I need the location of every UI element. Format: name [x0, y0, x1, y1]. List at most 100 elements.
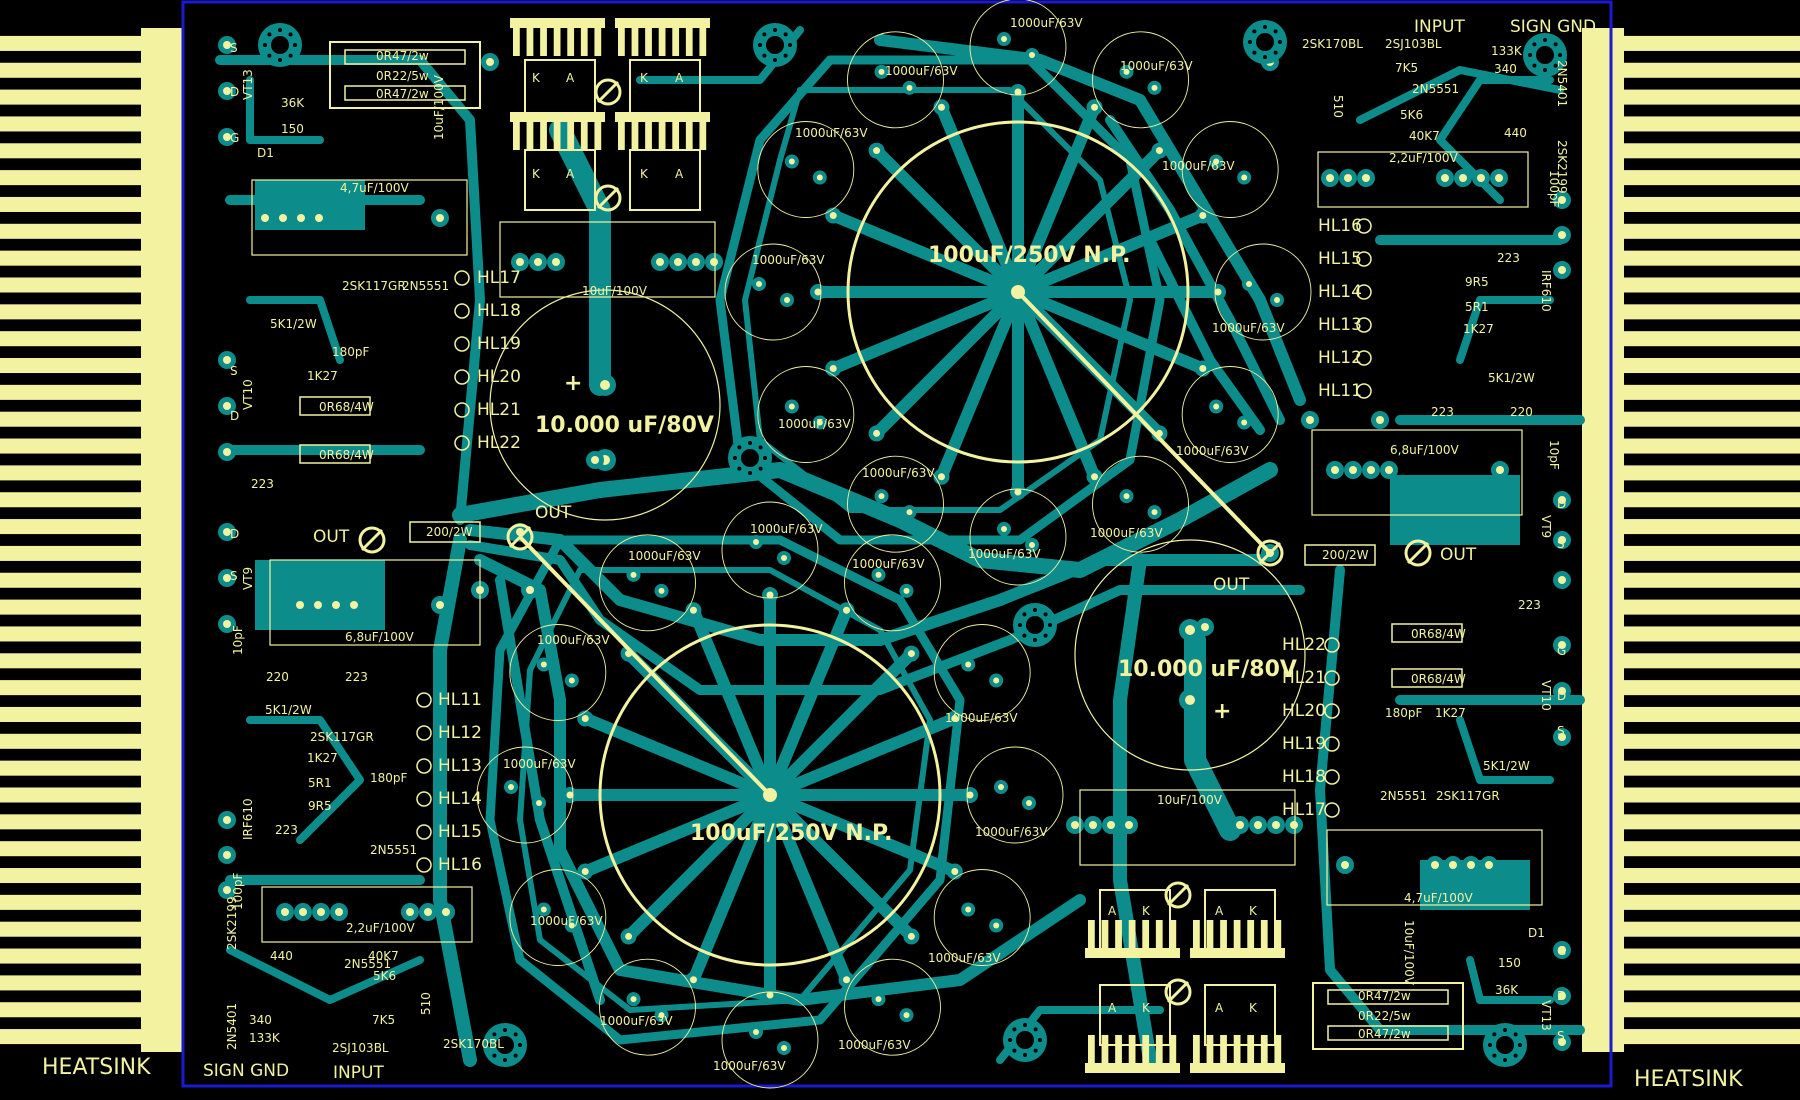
- r223-label: 223: [345, 670, 368, 684]
- cap-10u-label: 10uF/100V: [1157, 793, 1223, 807]
- hl-led-icon: [1356, 350, 1372, 366]
- hl-label: HL20: [1282, 701, 1326, 721]
- t-2n5551-label: 2N5551: [402, 279, 449, 293]
- cap-label: 1000uF/63V: [778, 417, 851, 431]
- svg-text:+: +: [1213, 699, 1231, 724]
- r510-label: 510: [419, 992, 433, 1015]
- cap-label: 1000uF/63V: [713, 1059, 786, 1073]
- vt13-label: VT13: [1539, 1000, 1553, 1031]
- vt10-label: VT10: [1539, 680, 1553, 711]
- hl-led-icon: [454, 336, 470, 352]
- hl-label: HL18: [1282, 767, 1326, 787]
- r7k5-label: 7K5: [1395, 61, 1418, 75]
- polarity-marks: + +: [564, 371, 1231, 724]
- hl-led-icon: [1356, 251, 1372, 267]
- hl-led-icon: [454, 303, 470, 319]
- out-label-4: OUT: [1213, 575, 1250, 595]
- c180p-label: 180pF: [1385, 706, 1423, 720]
- pin-s: S: [230, 41, 238, 55]
- pin-a: A: [566, 71, 575, 85]
- pin-g: G: [230, 131, 239, 145]
- component-pads: [218, 36, 1571, 1051]
- out-label-2: OUT: [313, 527, 350, 547]
- cap-label: 1000uF/63V: [628, 549, 701, 563]
- r5k1-label: 5K1/2W: [1488, 371, 1535, 385]
- r068-label: 0R68/4W: [319, 448, 374, 462]
- pin-k: K: [532, 71, 541, 85]
- hl-led-icon: [1356, 218, 1372, 234]
- main-cap-right-outline: [1074, 539, 1306, 771]
- r36k-label: 36K: [281, 96, 305, 110]
- mounting-holes: [258, 20, 1567, 1067]
- cap-label: 1000uF/63V: [600, 1014, 673, 1028]
- cap-label: 1000uF/63V: [1010, 16, 1083, 30]
- c10p-label: 10pF: [1547, 440, 1561, 470]
- hl-label: HL11: [438, 690, 482, 710]
- cap-100u-label: 10uF/100V: [432, 74, 446, 140]
- r133k-label: 133K: [249, 1031, 281, 1045]
- vt10-label: VT10: [241, 379, 255, 410]
- r220-label: 220: [266, 670, 289, 684]
- 2sk2199-label: 2SK2199: [1555, 140, 1569, 194]
- np-cap-lower-label: 100uF/250V N.P.: [690, 821, 892, 846]
- pin-s: S: [1557, 537, 1565, 551]
- main-cap-right-label: 10.000 uF/80V: [1118, 657, 1297, 682]
- r36k-label: 36K: [1495, 983, 1519, 997]
- r340-label: 340: [1494, 62, 1517, 76]
- pin-a: A: [1215, 904, 1224, 918]
- cap-6u8-label: 6,8uF/100V: [345, 630, 415, 644]
- hl-label: HL13: [1318, 315, 1362, 335]
- cap-label: 1000uF/63V: [752, 253, 825, 267]
- pin-a: A: [675, 71, 684, 85]
- r5k1-label: 5K1/2W: [265, 703, 312, 717]
- r200-label: 200/2W: [1322, 548, 1369, 562]
- r1k27-label: 1K27: [307, 369, 338, 383]
- t-2sj103-label: 2SJ103BL: [1385, 37, 1442, 51]
- hl-label: HL19: [477, 334, 521, 354]
- hl-label: HL17: [477, 268, 521, 288]
- 2n5401-label: 2N5401: [1555, 60, 1569, 107]
- pin-a: A: [1108, 1001, 1117, 1015]
- t-2n5551-label: 2N5551: [1412, 82, 1459, 96]
- hl-led-icon: [1324, 637, 1340, 653]
- hl-led-icon: [1324, 802, 1340, 818]
- t-2n5551-label: 2N5551: [370, 843, 417, 857]
- hl-label: HL22: [477, 433, 521, 453]
- pin-s: S: [230, 364, 238, 378]
- r047-label: 0R47/2w: [1358, 989, 1411, 1003]
- hl-led-icon: [1356, 317, 1372, 333]
- 2n5401-label: 2N5401: [225, 1003, 239, 1050]
- main-cap-left-outline: [489, 289, 721, 521]
- r150-label: 150: [1498, 956, 1521, 970]
- heatsink-left-label: HEATSINK: [42, 1055, 151, 1080]
- r5k1-label: 5K1/2W: [270, 317, 317, 331]
- cap-4u7-label: 4,7uF/100V: [1404, 891, 1474, 905]
- cap-label: 1000uF/63V: [503, 757, 576, 771]
- c100p-label: 100pF: [1547, 170, 1561, 208]
- out-label-3: OUT: [1440, 545, 1477, 565]
- cap-label: 1000uF/63V: [1212, 321, 1285, 335]
- hl-leds-upper: HL17HL18HL19HL20HL21HL22HL16HL15HL14HL13…: [454, 216, 1372, 453]
- pin-d: D: [230, 527, 239, 541]
- hl-led-icon: [454, 435, 470, 451]
- hl-led-icon: [1356, 284, 1372, 300]
- t-2sj103-label: 2SJ103BL: [332, 1041, 389, 1055]
- input-label-bottom: INPUT: [333, 1063, 384, 1083]
- pin-k: K: [1142, 904, 1151, 918]
- hl-label: HL15: [438, 822, 482, 842]
- d1-label: D1: [257, 146, 274, 160]
- cap-6u8-label: 6,8uF/100V: [1390, 443, 1460, 457]
- hl-label: HL22: [1282, 635, 1326, 655]
- board-outline: [181, 0, 1613, 1088]
- t-2sk117-label: 2SK117GR: [310, 730, 374, 744]
- cap-label: 1000uF/63V: [928, 951, 1001, 965]
- t-2sk117-label: 2SK117GR: [342, 279, 406, 293]
- cap-label: 1000uF/63V: [750, 522, 823, 536]
- r5r1-label: 5R1: [1465, 300, 1489, 314]
- hl-label: HL12: [1318, 348, 1362, 368]
- hl-led-icon: [416, 758, 432, 774]
- t-2sk170-label: 2SK170BL: [1302, 37, 1363, 51]
- star-ground-spokes: [562, 84, 1226, 1003]
- hl-led-icon: [1356, 383, 1372, 399]
- c100p-label: 100pF: [231, 872, 245, 910]
